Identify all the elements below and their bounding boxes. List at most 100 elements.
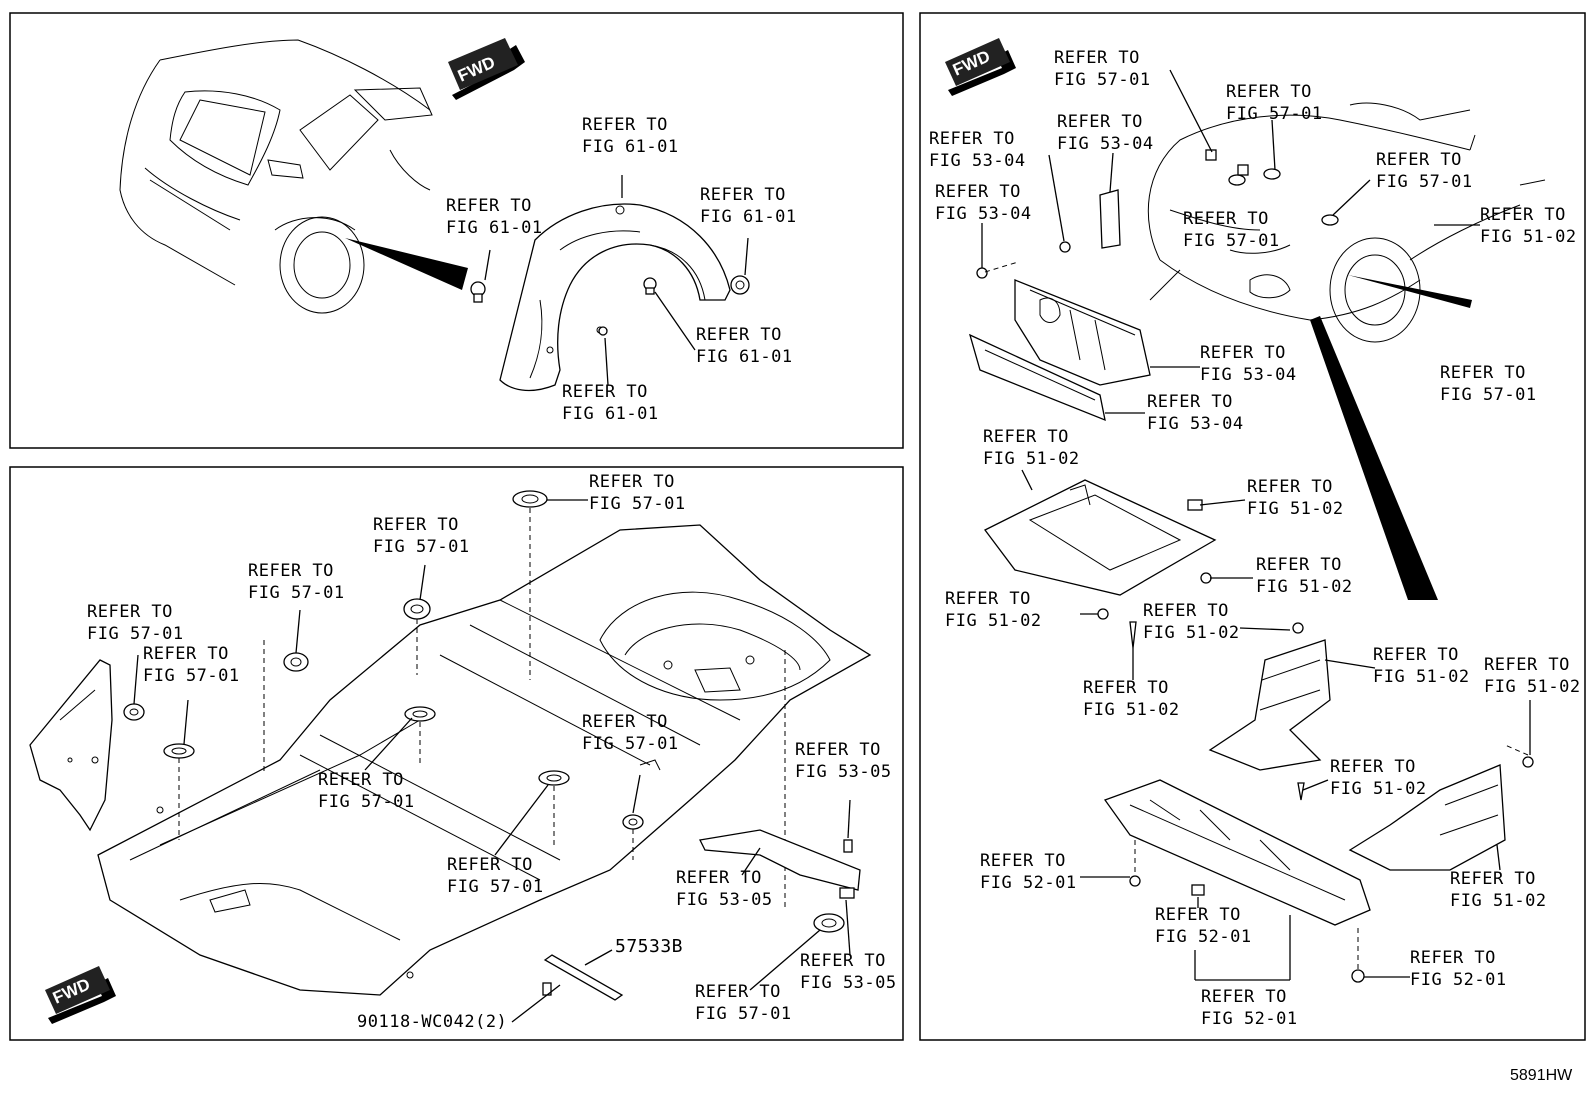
svg-text:FIG 52-01: FIG 52-01 (980, 873, 1077, 893)
svg-text:REFER TO: REFER TO (1155, 905, 1241, 925)
panel-top-left-frame (9, 12, 904, 449)
wheel-liner-clips (470, 275, 750, 336)
svg-text:REFER TO: REFER TO (696, 325, 782, 345)
svg-text:REFER TO: REFER TO (1256, 555, 1342, 575)
svg-text:REFER TO: REFER TO (1450, 869, 1536, 889)
right-callouts: REFER TO FIG 57-01 REFER TO FIG 57-01 RE… (929, 48, 1581, 1029)
svg-text:REFER TO: REFER TO (1440, 363, 1526, 383)
svg-text:FIG 57-01: FIG 57-01 (87, 624, 184, 644)
svg-text:FIG 53-04: FIG 53-04 (1147, 414, 1244, 434)
svg-text:FIG 51-02: FIG 51-02 (1450, 891, 1547, 911)
rear-wheel-liner (499, 203, 731, 392)
svg-text:REFER TO: REFER TO (1480, 205, 1566, 225)
svg-text:REFER TO: REFER TO (935, 182, 1021, 202)
svg-text:REFER TO: REFER TO (1373, 645, 1459, 665)
part-number-bolt: 90118-WC042(2) (357, 1012, 507, 1032)
svg-text:REFER TO: REFER TO (1226, 82, 1312, 102)
rail-57533B (542, 954, 624, 1001)
svg-text:FIG 51-02: FIG 51-02 (1256, 577, 1353, 597)
car-front-outline (1147, 102, 1546, 600)
bottom-left-grommets (123, 490, 845, 933)
svg-text:REFER TO: REFER TO (983, 427, 1069, 447)
svg-text:REFER TO: REFER TO (582, 712, 668, 732)
svg-text:REFER TO: REFER TO (1147, 392, 1233, 412)
svg-text:REFER TO: REFER TO (446, 196, 532, 216)
bottom-left-callouts: REFER TO FIG 57-01 REFER TO FIG 57-01 RE… (87, 472, 897, 1032)
bracket-53-05 (699, 829, 861, 899)
svg-text:FIG 51-02: FIG 51-02 (1330, 779, 1427, 799)
radiator-support-assembly (968, 189, 1151, 422)
svg-text:FIG 61-01: FIG 61-01 (446, 218, 543, 238)
svg-text:REFER TO: REFER TO (1330, 757, 1416, 777)
svg-text:FIG 61-01: FIG 61-01 (582, 137, 679, 157)
svg-text:FIG 57-01: FIG 57-01 (143, 666, 240, 686)
svg-text:REFER TO: REFER TO (929, 129, 1015, 149)
svg-text:FIG 53-04: FIG 53-04 (1057, 134, 1154, 154)
svg-text:FIG 61-01: FIG 61-01 (696, 347, 793, 367)
front-engine-undercover-52-01 (1103, 779, 1371, 983)
svg-text:FIG 51-02: FIG 51-02 (1247, 499, 1344, 519)
svg-text:REFER TO: REFER TO (695, 982, 781, 1002)
svg-text:REFER TO: REFER TO (1143, 601, 1229, 621)
svg-text:FIG 61-01: FIG 61-01 (562, 404, 659, 424)
svg-text:FIG 52-01: FIG 52-01 (1201, 1009, 1298, 1029)
svg-text:FIG 52-01: FIG 52-01 (1410, 970, 1507, 990)
svg-text:FIG 57-01: FIG 57-01 (1440, 385, 1537, 405)
panel-right-frame (919, 12, 1586, 1041)
svg-text:FIG 53-05: FIG 53-05 (800, 973, 897, 993)
svg-text:REFER TO: REFER TO (800, 951, 886, 971)
svg-text:FIG 51-02: FIG 51-02 (1480, 227, 1577, 247)
svg-text:REFER TO: REFER TO (143, 644, 229, 664)
side-splash-shield-right (1348, 744, 1534, 871)
svg-text:REFER TO: REFER TO (700, 185, 786, 205)
svg-text:REFER TO: REFER TO (1484, 655, 1570, 675)
svg-text:REFER TO: REFER TO (1376, 150, 1462, 170)
svg-text:FIG 51-02: FIG 51-02 (945, 611, 1042, 631)
svg-text:FIG 53-04: FIG 53-04 (935, 204, 1032, 224)
floor-pan (97, 524, 872, 996)
svg-text:REFER TO: REFER TO (1183, 209, 1269, 229)
svg-text:REFER TO: REFER TO (1247, 477, 1333, 497)
svg-text:FIG 51-02: FIG 51-02 (1484, 677, 1581, 697)
svg-text:REFER TO: REFER TO (318, 770, 404, 790)
svg-text:FIG 53-05: FIG 53-05 (795, 762, 892, 782)
svg-text:FIG 57-01: FIG 57-01 (1183, 231, 1280, 251)
part-number-57533B: 57533B (615, 936, 683, 957)
svg-text:FIG 51-02: FIG 51-02 (983, 449, 1080, 469)
right-leaders (981, 69, 1531, 981)
svg-text:FIG 57-01: FIG 57-01 (589, 494, 686, 514)
svg-text:REFER TO: REFER TO (945, 589, 1031, 609)
top-left-callouts: REFER TO FIG 61-01 REFER TO FIG 61-01 RE… (446, 115, 796, 424)
fwd-arrow-top-left: FWD (448, 38, 525, 100)
svg-text:REFER TO: REFER TO (1200, 343, 1286, 363)
svg-text:REFER TO: REFER TO (795, 740, 881, 760)
bottom-left-leaders (133, 499, 851, 1023)
svg-text:REFER TO: REFER TO (1083, 678, 1169, 698)
svg-text:FIG 51-02: FIG 51-02 (1373, 667, 1470, 687)
svg-text:FIG 57-01: FIG 57-01 (695, 1004, 792, 1024)
svg-text:REFER TO: REFER TO (582, 115, 668, 135)
svg-text:REFER TO: REFER TO (1201, 987, 1287, 1007)
svg-text:REFER TO: REFER TO (980, 851, 1066, 871)
svg-text:REFER TO: REFER TO (589, 472, 675, 492)
svg-text:FIG 57-01: FIG 57-01 (318, 792, 415, 812)
diagram-code: 5891HW (1510, 1067, 1573, 1084)
svg-text:REFER TO: REFER TO (1054, 48, 1140, 68)
svg-text:REFER TO: REFER TO (373, 515, 459, 535)
svg-text:REFER TO: REFER TO (87, 602, 173, 622)
svg-text:FIG 57-01: FIG 57-01 (248, 583, 345, 603)
svg-text:REFER TO: REFER TO (676, 868, 762, 888)
fwd-arrow-right: FWD (945, 38, 1016, 96)
car-rear-outline (119, 39, 468, 314)
svg-text:FIG 57-01: FIG 57-01 (1376, 172, 1473, 192)
svg-text:FIG 57-01: FIG 57-01 (373, 537, 470, 557)
svg-text:FIG 57-01: FIG 57-01 (1226, 104, 1323, 124)
svg-text:FIG 53-04: FIG 53-04 (929, 151, 1026, 171)
svg-text:FIG 52-01: FIG 52-01 (1155, 927, 1252, 947)
panel-bottom-left-frame (9, 466, 904, 1041)
svg-text:FIG 57-01: FIG 57-01 (447, 877, 544, 897)
side-splash-shield-left (1208, 639, 1331, 801)
svg-text:REFER TO: REFER TO (248, 561, 334, 581)
top-left-leaders (484, 175, 749, 386)
